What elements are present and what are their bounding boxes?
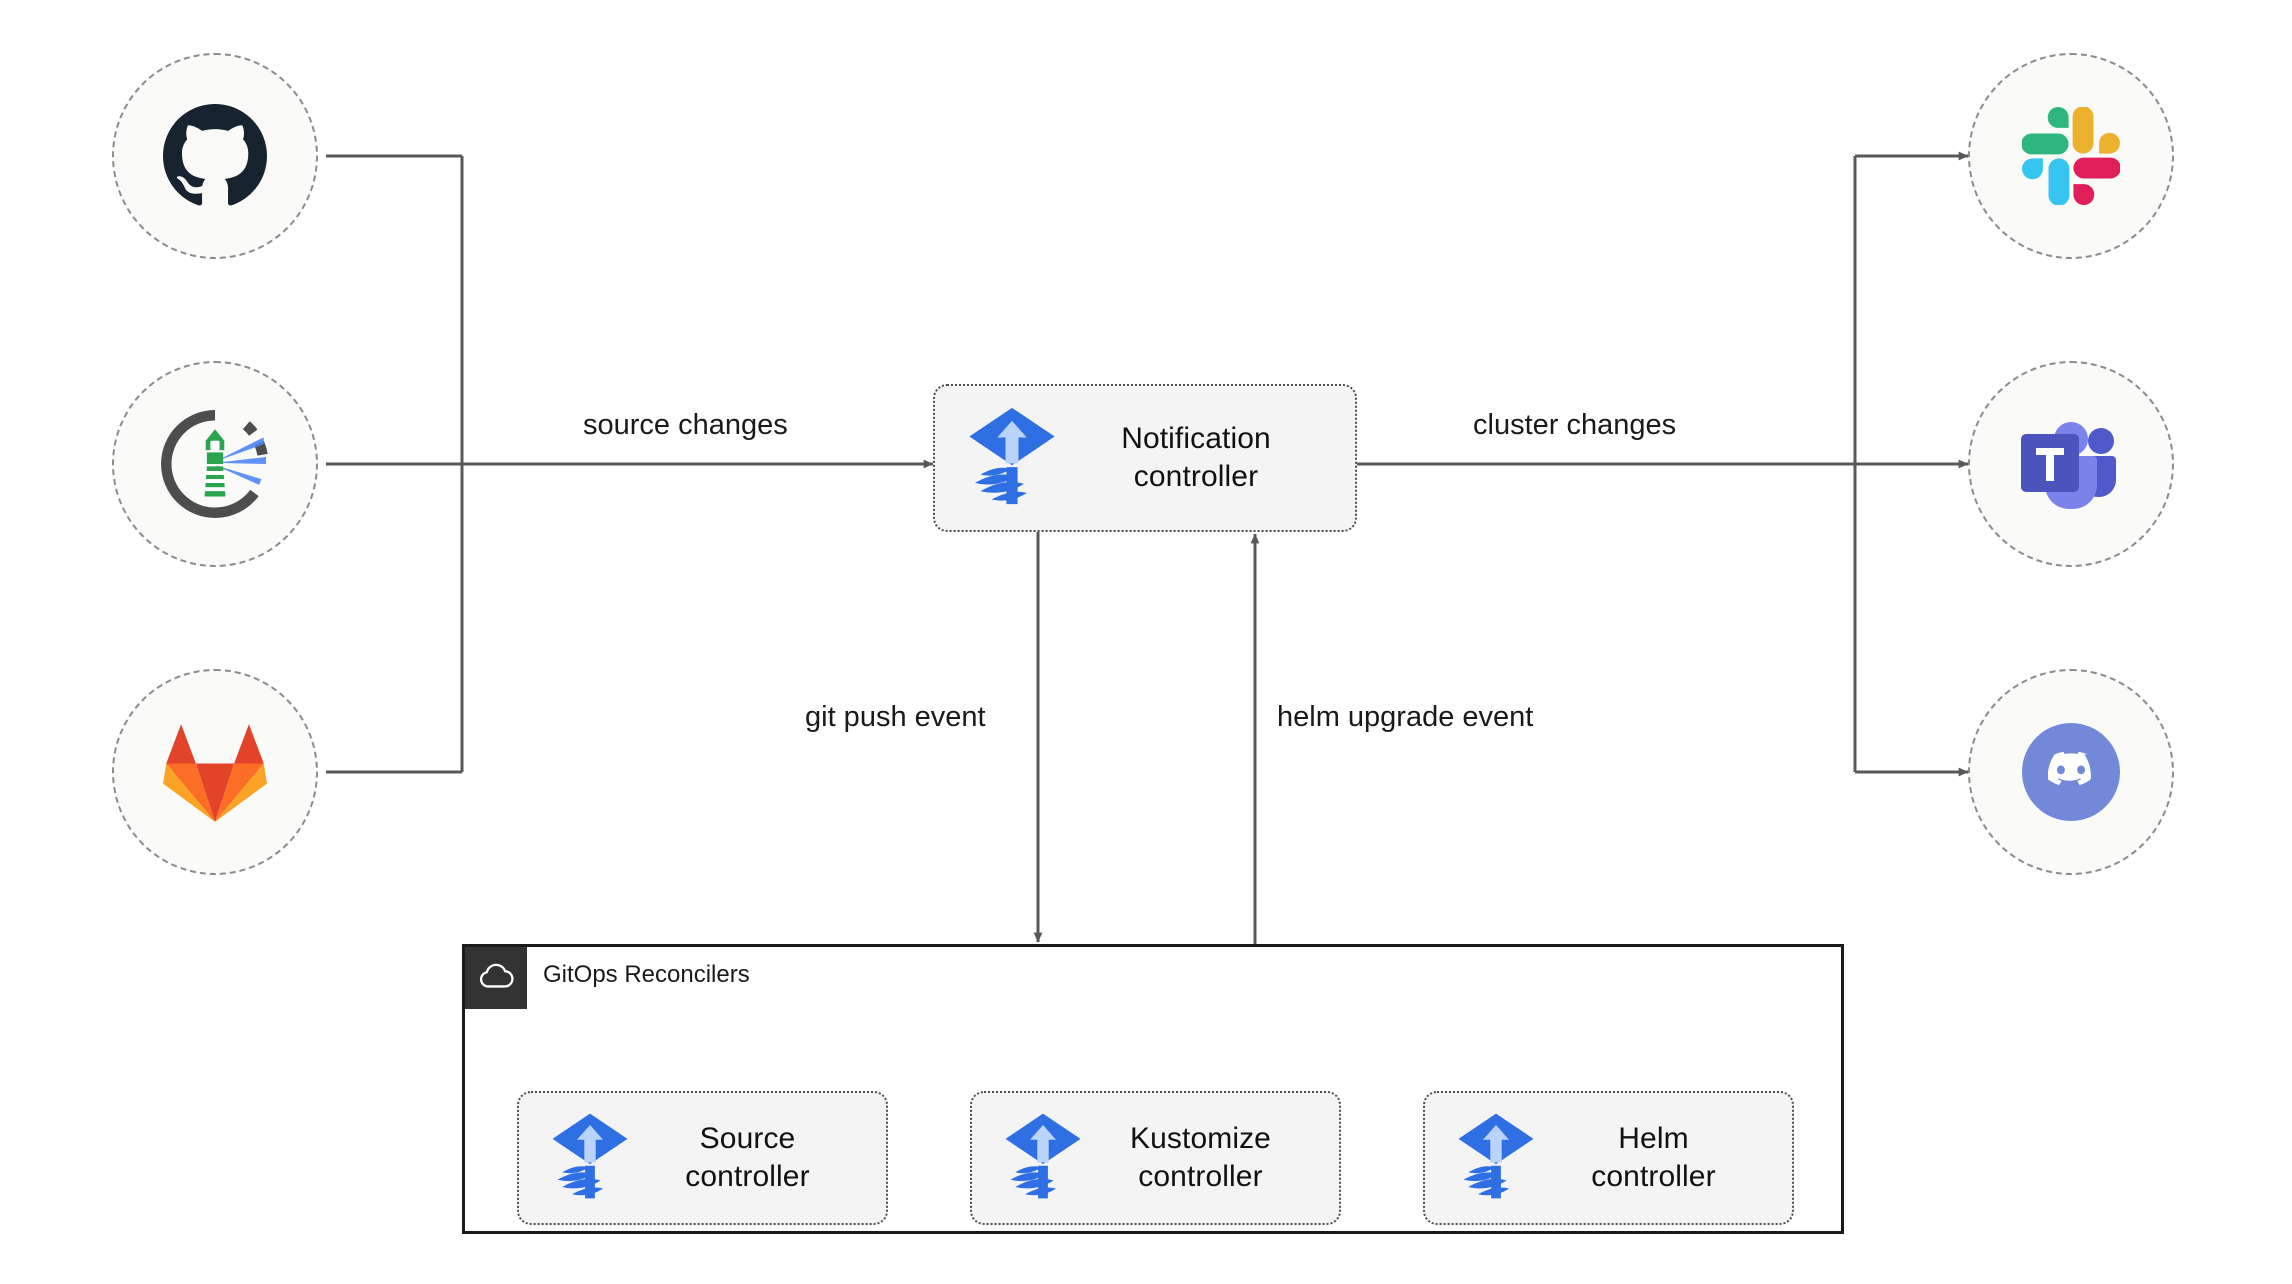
target-node-discord[interactable]: [1968, 669, 2174, 875]
flux-logo-icon: [1455, 1112, 1537, 1205]
source-node-fluxcd[interactable]: [112, 361, 318, 567]
flux-logo-icon: [1002, 1112, 1084, 1205]
edge-label-source-changes: source changes: [583, 409, 788, 441]
github-icon: [163, 104, 267, 208]
edge-label-git-push-event: git push event: [805, 701, 986, 733]
cloud-icon: [477, 962, 515, 995]
flux-logo-icon: [965, 406, 1059, 511]
target-node-teams[interactable]: [1968, 361, 2174, 567]
source-node-github[interactable]: [112, 53, 318, 259]
ms-teams-icon: [2019, 416, 2123, 512]
gitops-tab: [465, 947, 527, 1009]
edge-label-helm-upgrade-event: helm upgrade event: [1277, 701, 1534, 733]
discord-icon: [2015, 716, 2127, 828]
gitops-title: GitOps Reconcilers: [543, 961, 750, 988]
edge-label-cluster-changes: cluster changes: [1473, 409, 1677, 441]
slack-icon: [2022, 107, 2120, 205]
source-node-gitlab[interactable]: [112, 669, 318, 875]
flux-logo-icon: [549, 1112, 631, 1205]
target-node-slack[interactable]: [1968, 53, 2174, 259]
flux-lighthouse-icon: [157, 406, 273, 522]
gitlab-icon: [162, 722, 268, 822]
